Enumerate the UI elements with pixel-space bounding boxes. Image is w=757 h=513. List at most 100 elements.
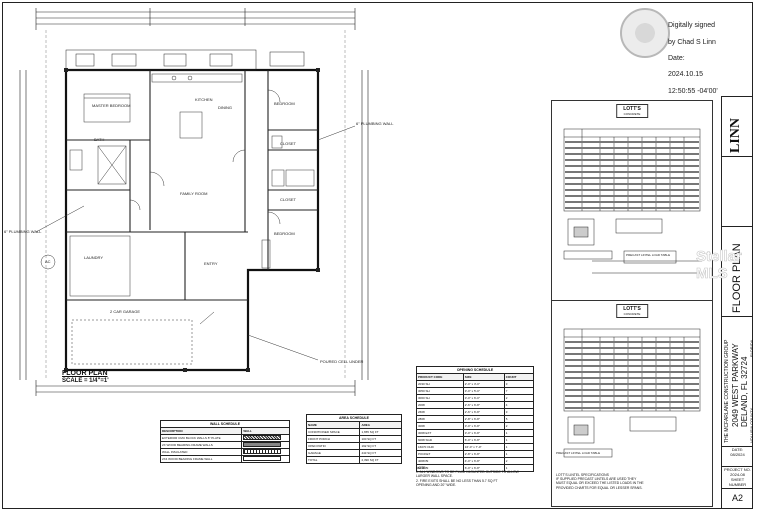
table-header-cell: COUNT: [505, 375, 517, 379]
project-state: FLORIDA: [749, 339, 754, 357]
callout-poured-cell: POURED CELL UNDER: [320, 359, 364, 364]
note-line: 1. ALL WINDOWS TO BE FLUSH MOUNTED OUTSI…: [416, 470, 519, 475]
table-cell: 3068 EXT: [417, 430, 464, 436]
table-cell: 2'-8" x 6'-8": [464, 451, 505, 457]
table-cell: 2'-8" x 6'-8": [464, 416, 505, 422]
note-line: NOTE:: [416, 466, 427, 470]
table-cell: 2668: [417, 409, 464, 415]
lotts-logo: LOTT'S CONCRETE: [616, 304, 648, 318]
floor-plan-scale: SCALE = 1/4"=1': [62, 378, 109, 384]
room-label-closet-2: CLOSET: [280, 197, 297, 202]
lintel-table-title: PRECAST LINTEL LOAD TABLE: [556, 451, 601, 455]
signature-line: 12:50:55 -04'00': [668, 87, 718, 95]
table-header-cell: WALL: [243, 429, 252, 433]
room-label-closet-1: CLOSET: [280, 141, 297, 146]
sheet-number-label: SHEET NUMBER: [728, 477, 747, 487]
table-cell: 1: [505, 431, 508, 435]
table-cell: 2: [505, 424, 508, 428]
table-cell: 100 SQ FT: [361, 437, 377, 441]
table-cell: 5: [505, 417, 508, 421]
table-header-row: NAME AREA: [307, 422, 401, 429]
sheet-number-cell: A2: [722, 488, 753, 509]
table-cell: 192 SQ FT: [361, 444, 377, 448]
signature-line: by Chad S Linn: [668, 38, 716, 46]
table-cell: 3060 SH: [417, 395, 464, 401]
engineer-info-cell: [722, 156, 753, 227]
signature-line: Date:: [668, 55, 685, 63]
lotts-logo: LOTT'S CONCRETE: [616, 104, 648, 118]
table-row: WALL INSULATED: [161, 449, 289, 456]
date-label: DATE:: [731, 447, 744, 452]
table-cell: 1: [505, 466, 508, 470]
table-header-cell: PRODUCT CODE: [417, 374, 464, 380]
room-label-entry: ENTRY: [204, 261, 218, 266]
table-cell: 2: [505, 459, 508, 463]
table-cell: 1: [505, 452, 508, 456]
table-cell: 7: [505, 389, 508, 393]
table-cell: 2'-6" x 6'-8": [464, 409, 505, 415]
table-cell: 3050 SH: [417, 388, 464, 394]
room-label-bedroom-3: BEDROOM: [274, 231, 295, 236]
room-label-family-room: FAMILY ROOM: [180, 191, 208, 196]
note-line: LARGER WALL SPACE.: [416, 474, 453, 479]
lintel-load-table-graphic: [563, 328, 701, 458]
table-cell: 3: [505, 382, 508, 386]
table-cell: 1: [505, 445, 508, 449]
title-block: LINN FLOOR PLAN THE MCFARLANE CONSTRUCTI…: [721, 96, 754, 509]
note-line: OPENING AND 20" WIDE.: [416, 482, 457, 487]
opening-schedule-table: OPENING SCHEDULE PRODUCT CODE SIZE COUNT…: [416, 366, 534, 472]
mls-watermark: Stellar MLS: [696, 248, 742, 283]
floor-plan-title: FLOOR PLAN: [62, 370, 108, 377]
lotts-subtitle: CONCRETE: [623, 112, 641, 116]
table-cell: 443 SQ FT: [361, 451, 377, 455]
table-cell: 4: [505, 403, 508, 407]
lotts-name: LOTT'S: [623, 106, 641, 112]
table-cell: EXTERIOR CMU BLOCK WALLS 8" PLATE: [161, 435, 243, 441]
project-number-cell: PROJECT NO. 2024-08 SHEET NUMBER: [722, 466, 753, 489]
table-cell: 2'-0" x 3'-0": [464, 381, 505, 387]
table-header-cell: NAME: [307, 422, 361, 428]
project-name: THE MCFARLANE CONSTRUCTION GROUP: [724, 339, 730, 443]
lintel-table-title: PRECAST LINTEL LOAD TABLE: [626, 253, 671, 257]
table-cell: 16070 OHD: [417, 444, 464, 450]
project-address-line-1: 2049 WEST PARKWAY: [731, 343, 740, 427]
opening-schedule-title: OPENING SCHEDULE: [417, 367, 533, 374]
room-label-dining: DINING: [218, 105, 232, 110]
project-county: VOLUSIA COUNTY: [749, 407, 754, 443]
note-line: PROVIDED CHARTS FOR EQUAL OR LESSER SPAN…: [556, 485, 643, 490]
table-cell: 1: [505, 438, 508, 442]
table-cell: 2,390 SQ FT: [361, 458, 379, 462]
table-cell: 4'-0" x 6'-8": [464, 458, 505, 464]
table-row: EXTERIOR CMU BLOCK WALLS 8" PLATE: [161, 435, 289, 442]
table-header-row: DESCRIPTION WALL: [161, 428, 289, 435]
lintel-load-table-graphic: [563, 128, 702, 274]
table-cell: 3'-0" x 5'-0": [464, 388, 505, 394]
opening-schedule-notes: NOTE: 1. ALL WINDOWS TO BE FLUSH MOUNTED…: [416, 466, 546, 487]
room-label-kitchen: KITCHEN: [195, 97, 213, 102]
table-cell: 2X WOOD BEARING FRAME WALLS: [161, 442, 243, 448]
table-cell: 2: [505, 396, 508, 400]
wall-pattern-swatch: [242, 442, 289, 448]
table-cell: WALL INSULATED: [161, 449, 243, 455]
table-cell: 3'-0" x 6'-0": [464, 395, 505, 401]
lotts-lintel-panel-2: LOTT'S CONCRETE: [551, 300, 713, 507]
table-cell: POCKET: [417, 451, 464, 457]
table-cell: TOTAL: [307, 457, 361, 463]
table-cell: 6068 BI: [417, 465, 464, 471]
table-cell: 3'-0" x 6'-8": [464, 430, 505, 436]
table-cell: 4068 BI: [417, 458, 464, 464]
lotts-subtitle: CONCRETE: [623, 312, 641, 316]
table-cell: 2'-6" x 6'-8": [464, 402, 505, 408]
digital-signature: Digitally signed by Chad S Linn Date: 20…: [668, 14, 748, 104]
wall-pattern-swatch: [242, 435, 289, 441]
table-cell: 6068 SGD: [417, 437, 464, 443]
